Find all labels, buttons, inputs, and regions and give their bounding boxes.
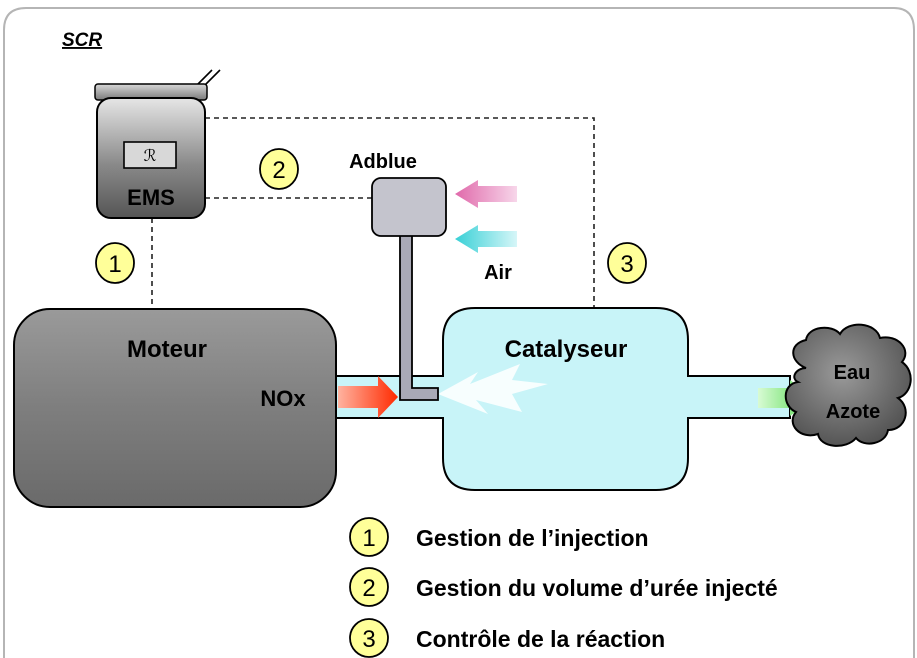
catalyst-body [335, 307, 791, 491]
ems-label: EMS [127, 185, 175, 210]
catalyst-assembly: Catalyseur [335, 307, 791, 491]
adblue-arrow [455, 180, 517, 208]
air-label: Air [484, 262, 512, 284]
nox-arrow [338, 376, 398, 418]
legend-number-1: 1 [362, 525, 375, 552]
legend-number-2: 2 [362, 575, 375, 602]
svg-text:1: 1 [108, 251, 121, 278]
svg-text:3: 3 [620, 251, 633, 278]
adblue-label: Adblue [349, 151, 417, 173]
ems-screen [123, 141, 177, 169]
legend-item-3: 3 Contrôle de la réaction [349, 618, 665, 658]
svg-text:2: 2 [272, 157, 285, 184]
adblue-tank: Adblue [349, 151, 447, 401]
output-cloud: Eau Azote [784, 323, 912, 447]
legend: 1 Gestion de l’injection 2 Gestion du vo… [349, 517, 778, 658]
engine-block: Moteur NOx [13, 308, 337, 508]
legend-item-2: 2 Gestion du volume d’urée injecté [349, 567, 778, 607]
spray-icon [438, 364, 548, 414]
ems-unit: ℛ EMS [94, 69, 221, 219]
output-nitrogen-label: Azote [826, 401, 880, 423]
marker-2: 2 [259, 148, 299, 190]
output-water-label: Eau [834, 362, 871, 384]
legend-text-1: Gestion de l’injection [416, 525, 649, 551]
nox-label: NOx [260, 386, 306, 411]
air-arrow [455, 225, 517, 253]
legend-text-2: Gestion du volume d’urée injecté [416, 575, 778, 601]
control-lines [151, 117, 595, 310]
marker-3: 3 [607, 242, 647, 284]
chip-icon: ℛ [144, 146, 157, 165]
catalyst-label: Catalyseur [505, 336, 628, 363]
adblue-reservoir [371, 177, 447, 237]
engine-label: Moteur [127, 336, 207, 363]
diagram-title: SCR [62, 30, 102, 51]
legend-item-1: 1 Gestion de l’injection [349, 517, 649, 557]
legend-number-3: 3 [362, 626, 375, 653]
legend-text-3: Contrôle de la réaction [416, 626, 665, 652]
marker-1: 1 [95, 242, 135, 284]
line-ems-catalyst [205, 117, 595, 310]
